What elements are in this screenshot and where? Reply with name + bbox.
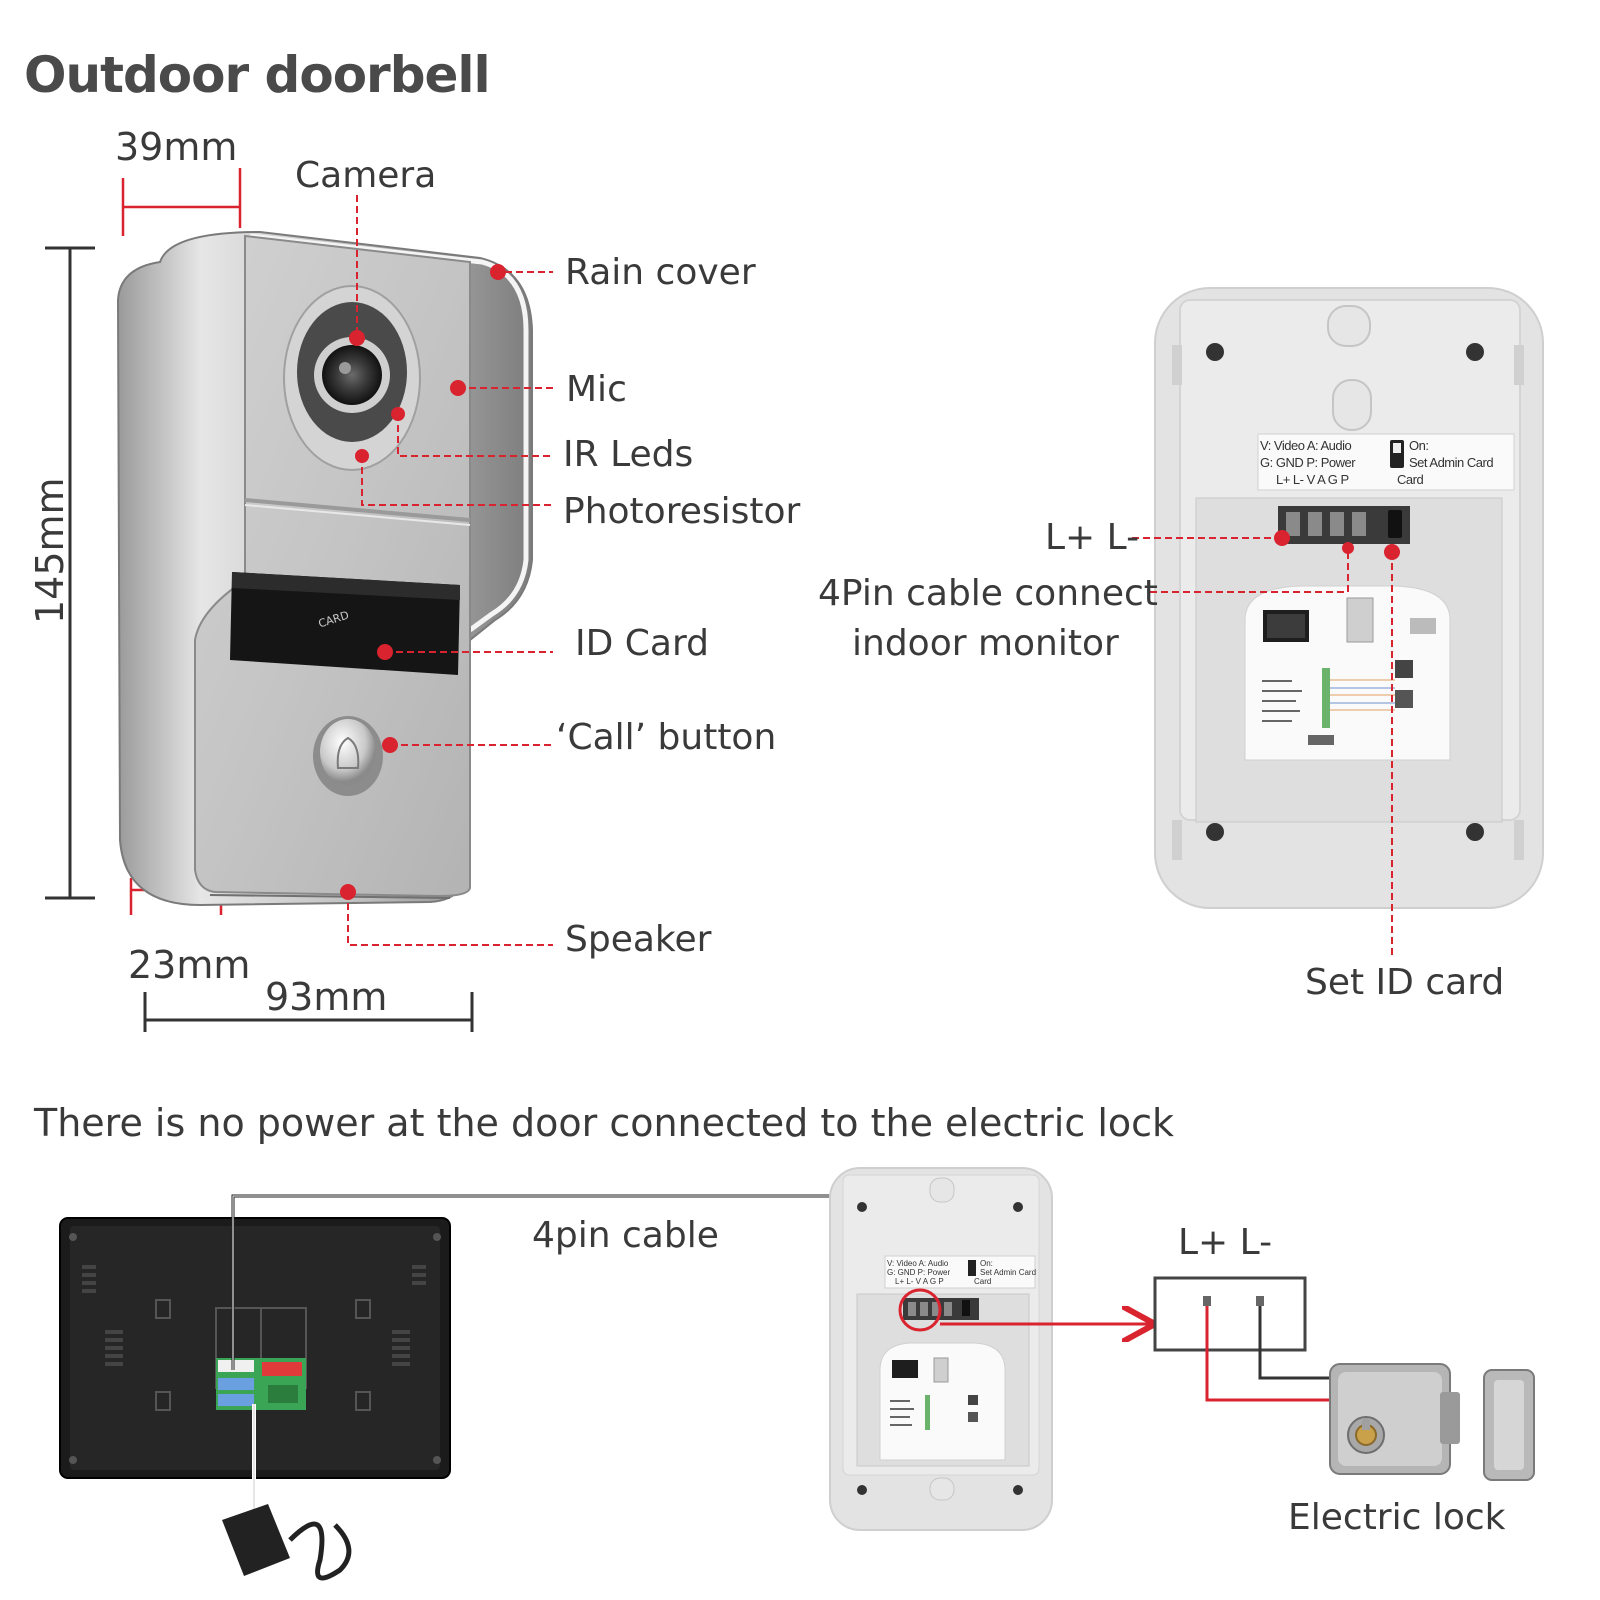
terminal-highlight-circle xyxy=(898,1288,942,1332)
small-legend-line1: V: Video A: Audio xyxy=(887,1259,949,1268)
dimension-width-top: 39mm xyxy=(115,125,238,169)
back-legend-line2: G: GND P: Power xyxy=(1260,455,1356,470)
small-switch-line1: On: xyxy=(980,1259,993,1268)
dimension-width: 93mm xyxy=(265,975,388,1019)
id-card-label: ID Card xyxy=(575,623,709,664)
four-pin-cable-label: 4pin cable xyxy=(532,1215,719,1256)
small-back-panel xyxy=(829,1167,1053,1531)
lock-terminals-label: L+ L- xyxy=(1178,1222,1273,1263)
wiring-subtitle: There is no power at the door connected … xyxy=(34,1101,1175,1145)
front-callout-lines xyxy=(347,195,553,946)
dimension-lines-black xyxy=(45,246,474,1032)
set-id-card-label: Set ID card xyxy=(1305,962,1505,1003)
small-legend-line3: L+ L- V A G P xyxy=(895,1277,944,1286)
mic-label: Mic xyxy=(566,369,627,410)
back-switch-line2: Set Admin Card xyxy=(1409,455,1494,470)
indoor-monitor xyxy=(59,1217,451,1479)
back-callout-dots xyxy=(1274,530,1400,560)
back-switch-line1: On: xyxy=(1409,438,1429,453)
lock-terminal-box xyxy=(1153,1276,1335,1402)
back-legend-line1: V: Video A: Audio xyxy=(1260,438,1352,453)
back-panel-device xyxy=(1154,287,1544,909)
power-adapter xyxy=(222,1404,352,1581)
small-switch-line3: Card xyxy=(974,1277,992,1286)
card-reader-window xyxy=(230,572,460,675)
rain-cover-label: Rain cover xyxy=(565,252,756,293)
front-callout-dots xyxy=(340,264,506,900)
small-legend-line2: G: GND P: Power xyxy=(887,1268,951,1277)
front-doorbell-device xyxy=(116,230,533,907)
speaker-label: Speaker xyxy=(565,919,712,960)
back-terminal-label: L+ L- xyxy=(1045,517,1140,558)
dimension-height: 145mm xyxy=(28,477,72,624)
page-title: Outdoor doorbell xyxy=(24,46,491,104)
back-switch-line3: Card xyxy=(1397,472,1424,487)
back-callout-lines xyxy=(1132,537,1393,955)
camera-label: Camera xyxy=(295,155,437,196)
ir-leds-label: IR Leds xyxy=(563,434,694,475)
cable-connect-label-line1: 4Pin cable connect xyxy=(818,573,1158,614)
back-legend-line3: L+ L- V A G P xyxy=(1276,472,1349,487)
cable-connect-label-line2: indoor monitor xyxy=(852,623,1119,664)
call-button-cap xyxy=(320,719,376,785)
small-switch-line2: Set Admin Card xyxy=(980,1268,1037,1277)
electric-lock xyxy=(1329,1363,1535,1481)
dimension-depth: 23mm xyxy=(128,943,251,987)
call-button-label: ‘Call’ button xyxy=(556,717,777,758)
camera-lens xyxy=(322,345,382,405)
electric-lock-label: Electric lock xyxy=(1288,1497,1506,1538)
photoresistor-label: Photoresistor xyxy=(563,491,801,532)
